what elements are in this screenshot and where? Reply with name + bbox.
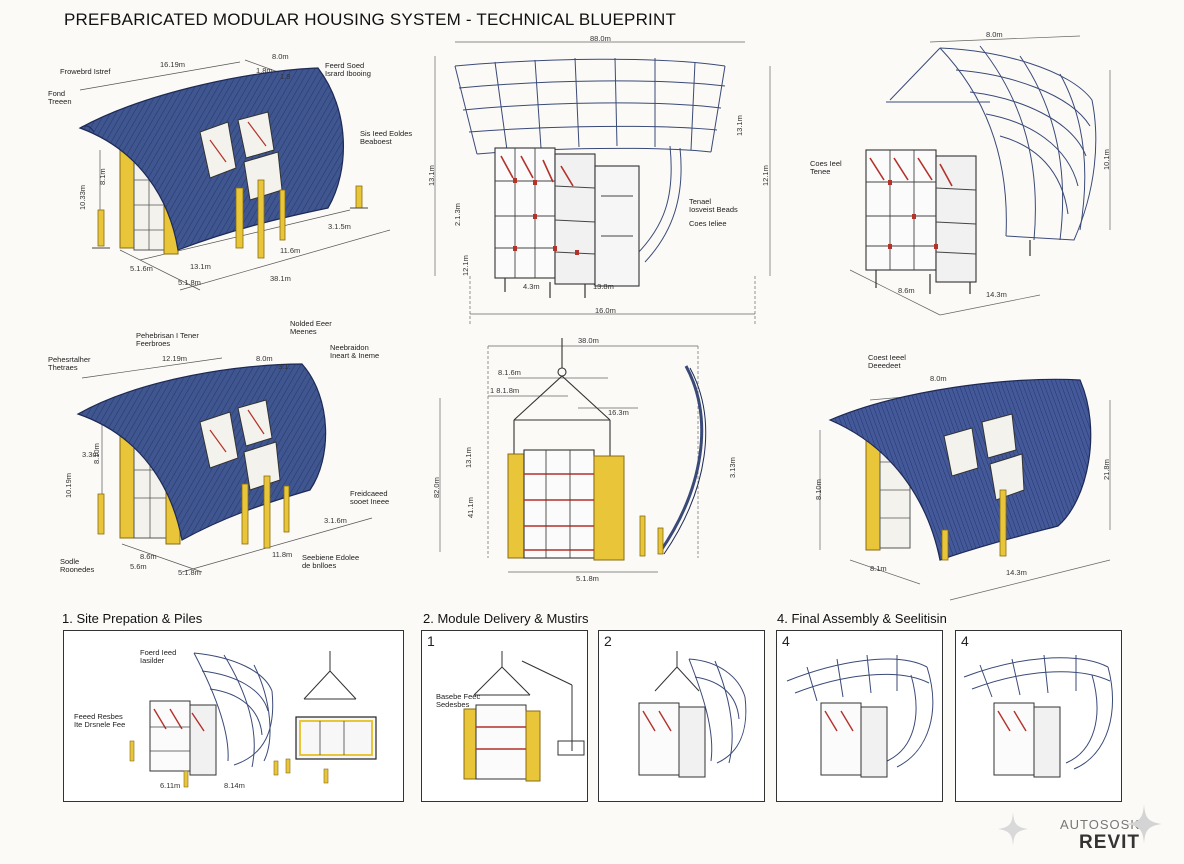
panel-number: 1 [427, 633, 435, 649]
dimension-label: 8.0m [256, 354, 273, 363]
dimension-label: 5.1.6m [130, 264, 153, 273]
dimension-label: 13.1m [427, 165, 436, 186]
step-title-3: 4. Final Assembly & Seelitisin [777, 611, 947, 626]
step-panel-final-assembly-1: 4 [776, 630, 943, 802]
annotation-label: Basebe Feec Sedesbes [436, 692, 481, 709]
drawing-module-with-roof-frame: 8.0m 10.1m 8.6m 14.3m Coes Ieel Tenee [810, 30, 1130, 320]
dimension-label: 8.6m [898, 286, 915, 295]
dimension-label: 12.1m [761, 165, 770, 186]
dimension-label: 11.6m [280, 246, 301, 255]
annotation-label: Foerd Ieed Iasilder [140, 648, 177, 665]
dimension-label: 16.3m [608, 408, 629, 417]
dimension-label: 5.1.8m [576, 574, 599, 583]
drawing-house-isometric-1: Frowebrd Istref Fond Treeen Feerd Soed I… [48, 50, 412, 310]
dimension-label: 4.3m [523, 282, 540, 291]
dimension-label: 13.1m [464, 447, 473, 468]
page-title: PREFBARICATED MODULAR HOUSING SYSTEM - T… [64, 10, 677, 29]
annotation-label: Neebraidon Ineart & Ineme [330, 343, 380, 360]
sparkle-icon [1126, 804, 1162, 844]
dimension-label: 10.33m [78, 184, 87, 210]
dimension-label: 6.11m [160, 781, 181, 790]
dimension-label: 8.6m [140, 552, 157, 561]
panel-number: 2 [604, 633, 612, 649]
annotation-label: Nolded Eeer Meenes [290, 319, 332, 336]
dimension-label: 16.0m [595, 306, 616, 315]
brand-logo: AUTOSOSK REVIT [1060, 817, 1140, 854]
dimension-label: 3.1. [278, 362, 291, 371]
drawing-frame-elevation: 88.0m 13.1m 2.1.3m 12.1m 13.1m 12.1m 4.3… [425, 34, 785, 326]
dimension-label: 2.1.3m [453, 203, 462, 226]
dimension-label: 1.8 [280, 72, 291, 81]
step-panel-module-delivery-2: 2 [598, 630, 765, 802]
annotation-label: Coest Ieeel Deeedeet [868, 353, 906, 370]
annotation-label: Feerd Soed Isrard Ibooing [325, 61, 371, 78]
dimension-label: 8.1m [98, 168, 107, 185]
step-panel-module-delivery-1: 1 Basebe Feec Sedesbes [421, 630, 588, 802]
step-title-1: 1. Site Prepation & Piles [62, 611, 203, 626]
dimension-label: 8.0m [986, 30, 1003, 39]
dimension-label: 13.1m [735, 115, 744, 136]
annotation-label: Feeed Resbes Ite Drsnele Fee [74, 712, 126, 729]
drawing-house-finished: Coest Ieeel Deeedeet 8.0m 8.10m 21.8m 8.… [810, 350, 1140, 610]
brand-line-2: REVIT [1079, 832, 1140, 853]
sparkle-icon [998, 812, 1028, 846]
panel-number: 4 [961, 633, 969, 649]
dimension-label: 8.1.6m [498, 368, 521, 377]
dimension-label: 82.0m [432, 477, 441, 498]
annotation-label: Pehebrisan I Tener Feerbroes [136, 331, 199, 348]
dimension-label: 88.0m [590, 34, 611, 43]
dimension-label: 10.19m [64, 472, 73, 498]
dimension-label: 3.1.5m [328, 222, 351, 231]
step-title-2: 2. Module Delivery & Mustirs [423, 611, 589, 626]
dimension-label: 13.1m [190, 262, 211, 271]
dimension-label: 12.19m [162, 354, 188, 363]
dimension-label: 3.13m [728, 457, 737, 478]
annotation-label: Coes Ieel Tenee [810, 159, 842, 176]
dimension-label: 38.0m [578, 336, 599, 345]
annotation-label: Sis Ieed Eoldes Beaboest [360, 129, 413, 146]
step-panel-final-assembly-2: 4 [955, 630, 1122, 802]
annotation-label: Sodle Roonedes [60, 557, 95, 574]
panel-number: 4 [782, 633, 790, 649]
dimension-label: 5.1.8m [178, 568, 201, 577]
dimension-label: 5.1.8m [178, 278, 201, 287]
drawing-crane-lift: 38.0m 8.1.6m 1 8.1.8m 13.1m 16.3m 82.0m … [428, 336, 737, 588]
dimension-label: 41.1m [466, 497, 475, 518]
dimension-label: 12.1m [461, 255, 470, 276]
annotation-label: Fond Treeen [48, 89, 72, 106]
dimension-label: 8.0m [272, 52, 289, 61]
annotation-label: Coes Ieliee [689, 219, 727, 228]
annotation-label: Tenael Iosveist Beads [689, 197, 738, 214]
dimension-label: 8.0m [930, 374, 947, 383]
dimension-label: 8.1m [870, 564, 887, 573]
dimension-label: 1.8m [256, 66, 273, 75]
step-panel-site-preparation: Foerd Ieed Iasilder Feeed Resbes Ite Drs… [63, 630, 404, 802]
dimension-label: 11.8m [272, 550, 293, 559]
dimension-label: 1 8.1.8m [490, 386, 520, 395]
dimension-label: 14.3m [1006, 568, 1027, 577]
annotation-label: Freidcaeed sooet Ineee [350, 489, 390, 506]
dimension-label: 38.1m [270, 274, 291, 283]
annotation-label: Seebiene Edolee de bnlloes [302, 553, 360, 570]
dimension-label: 3.3m [82, 450, 99, 459]
annotation-label: Pehesrtalher Thetraes [48, 355, 91, 372]
dimension-label: 3.1.6m [324, 516, 347, 525]
dimension-label: 5.6m [130, 562, 147, 571]
brand-line-1: AUTOSOSK [1059, 817, 1140, 832]
dimension-label: 8.10m [814, 479, 823, 500]
drawing-house-isometric-2: Pehebrisan I Tener Feerbroes Nolded Eeer… [48, 318, 392, 588]
dimension-label: 16.19m [160, 60, 186, 69]
dimension-label: 13.8m [593, 282, 614, 291]
dimension-label: 14.3m [986, 290, 1007, 299]
dimension-label: 21.8m [1102, 459, 1111, 480]
dimension-label: 8.14m [224, 781, 245, 790]
dimension-label: 10.1m [1102, 149, 1111, 170]
annotation-label: Frowebrd Istref [60, 67, 111, 76]
